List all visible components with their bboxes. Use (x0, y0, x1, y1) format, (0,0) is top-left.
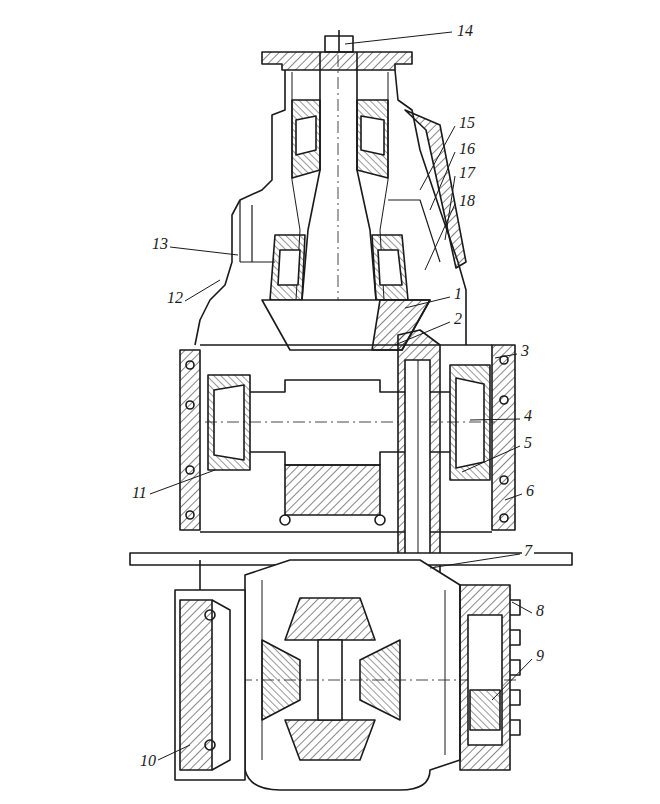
callout-number: 14 (455, 22, 475, 40)
callout-number: 1 (452, 285, 464, 303)
callout-number: 6 (524, 482, 536, 500)
callout-number: 9 (534, 647, 546, 665)
callout-number: 12 (165, 289, 185, 307)
callout-number: 8 (534, 602, 546, 620)
callout-number: 15 (457, 114, 477, 132)
callout-number: 2 (452, 310, 464, 328)
callout-number: 17 (457, 164, 477, 182)
callout-number: 7 (522, 542, 534, 560)
callout-number: 18 (457, 192, 477, 210)
callout-number: 5 (522, 434, 534, 452)
callout-number: 3 (519, 342, 531, 360)
callout-number: 16 (457, 140, 477, 158)
callout-number: 4 (522, 407, 534, 425)
callout-number: 11 (130, 484, 149, 502)
callout-number: 10 (138, 752, 158, 770)
callout-number: 13 (150, 235, 170, 253)
